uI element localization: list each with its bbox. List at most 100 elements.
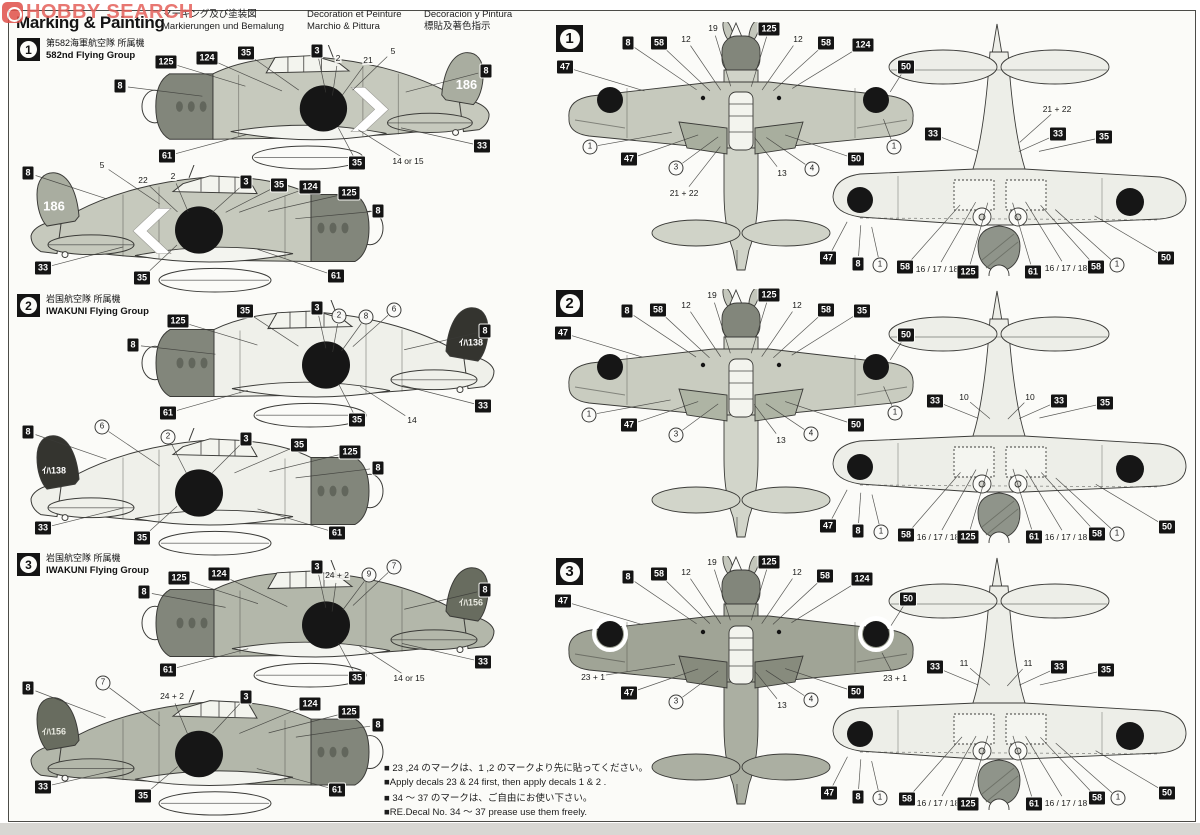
header-lang-line: 標貼及著色指示: [424, 20, 491, 32]
callout-50: 50: [847, 418, 865, 432]
hobbysearch-watermark: HOBBY SEARCH: [2, 1, 194, 24]
callout-8: 8: [22, 681, 34, 695]
callout-4: 4: [804, 161, 820, 177]
callout-10: 10: [958, 392, 970, 402]
sheet-title: Marking & Painting: [16, 13, 165, 32]
callout-58: 58: [1088, 791, 1106, 805]
callout-50: 50: [897, 60, 915, 74]
section3-badge: 3: [17, 553, 40, 576]
callout-16-17-18: 16 / 17 / 18: [915, 532, 961, 542]
callout-19: 19: [707, 23, 719, 33]
callout-50: 50: [897, 328, 915, 342]
callout-8: 8: [138, 585, 150, 599]
callout-2: 2: [169, 171, 177, 181]
callout-35: 35: [853, 304, 871, 318]
callout-8: 8: [621, 304, 633, 318]
plane-top-view-t3: [565, 556, 915, 808]
header-lang-es-zh: Decoracion y Pintura 標貼及著色指示: [424, 9, 512, 32]
callout-47: 47: [556, 60, 574, 74]
callout-47: 47: [819, 251, 837, 265]
callout-16-17-18: 16 / 17 / 18: [915, 798, 961, 808]
callout-12: 12: [792, 34, 804, 44]
callout-1: 1: [886, 139, 902, 155]
callout-11: 11: [1022, 658, 1034, 668]
callout-8: 8: [480, 64, 492, 78]
callout-8: 8: [622, 570, 634, 584]
callout-19: 19: [706, 557, 718, 567]
callout-3: 3: [668, 160, 684, 176]
callout-16-17-18: 16 / 17 / 18: [1043, 798, 1089, 808]
callout-2: 2: [334, 53, 342, 63]
callout-35: 35: [1095, 130, 1113, 144]
callout-47: 47: [820, 786, 838, 800]
callout-61: 61: [158, 149, 176, 163]
callout-61: 61: [159, 406, 177, 420]
callout-7: 7: [386, 559, 402, 575]
callout-8: 8: [479, 583, 491, 597]
callout-3: 3: [668, 694, 684, 710]
callout-33: 33: [1050, 660, 1068, 674]
scan-background-strip: [0, 823, 1200, 835]
callout-23-1: 23 + 1: [580, 672, 606, 682]
callout-61: 61: [1024, 265, 1042, 279]
callout-58: 58: [1088, 527, 1106, 541]
section2-label-en: IWAKUNI Flying Group: [46, 305, 149, 317]
callout-58: 58: [817, 303, 835, 317]
callout-14-or-15: 14 or 15: [391, 156, 425, 166]
callout-124: 124: [299, 180, 321, 194]
callout-35: 35: [348, 156, 366, 170]
callout-58: 58: [817, 36, 835, 50]
header-lang-line: Marchio & Pittura: [307, 20, 380, 32]
callout-33: 33: [34, 780, 52, 794]
callout-11: 11: [958, 658, 970, 668]
callout-3: 3: [311, 44, 323, 58]
callout-21-22: 21 + 22: [668, 188, 700, 198]
callout-7: 7: [95, 675, 111, 691]
callout-125: 125: [758, 288, 780, 302]
section1-header: 1 第582海軍航空隊 所属機 582nd Flying Group: [17, 38, 145, 61]
callout-47: 47: [819, 519, 837, 533]
callout-58: 58: [650, 36, 668, 50]
header-lang-line: Decoracion y Pintura: [424, 9, 513, 20]
callout-13: 13: [775, 435, 787, 445]
section2-header: 2 岩国航空隊 所属機 IWAKUNI Flying Group: [17, 294, 149, 317]
callout-8: 8: [358, 309, 374, 325]
callout-50: 50: [1157, 251, 1175, 265]
svg-text:ｲﾊ138: ｲﾊ138: [42, 465, 66, 475]
callout-14-or-15: 14 or 15: [392, 673, 426, 683]
callout-6: 6: [386, 302, 402, 318]
callout-33: 33: [34, 521, 52, 535]
callout-50: 50: [847, 685, 865, 699]
callout-4: 4: [803, 426, 819, 442]
callout-47: 47: [620, 686, 638, 700]
callout-16-17-18: 16 / 17 / 18: [1043, 532, 1089, 542]
plane-side-view-s3b: ｲﾊ156: [25, 690, 385, 816]
callout-125: 125: [957, 530, 979, 544]
callout-4: 4: [803, 692, 819, 708]
callout-125: 125: [155, 55, 177, 69]
callout-1: 1: [1109, 257, 1125, 273]
hobbysearch-logo-text: HOBBY SEARCH: [26, 1, 194, 23]
callout-58: 58: [649, 303, 667, 317]
callout-124: 124: [299, 697, 321, 711]
right-section2-badge: 2: [556, 290, 583, 317]
callout-24-2: 24 + 2: [324, 570, 350, 580]
callout-35: 35: [348, 413, 366, 427]
callout-33: 33: [1050, 394, 1068, 408]
callout-61: 61: [328, 526, 346, 540]
callout-3: 3: [311, 301, 323, 315]
callout-12: 12: [680, 300, 692, 310]
section3-label-ja: 岩国航空隊 所属機: [46, 553, 121, 563]
callout-8: 8: [22, 166, 34, 180]
header-lang-line: マーキング及び塗装図: [162, 9, 257, 20]
callout-47: 47: [620, 152, 638, 166]
svg-text:ｲﾊ138: ｲﾊ138: [459, 337, 483, 347]
callout-8: 8: [852, 257, 864, 271]
callout-33: 33: [474, 655, 492, 669]
callout-1: 1: [582, 139, 598, 155]
plane-side-view-s3a: ｲﾊ156: [140, 560, 500, 688]
header-lang-line: Decoration et Peinture: [307, 9, 402, 20]
note-line: ■ 34 ～ 37 のマークは、ご自由にお使い下さい。: [384, 793, 593, 804]
callout-125: 125: [957, 265, 979, 279]
